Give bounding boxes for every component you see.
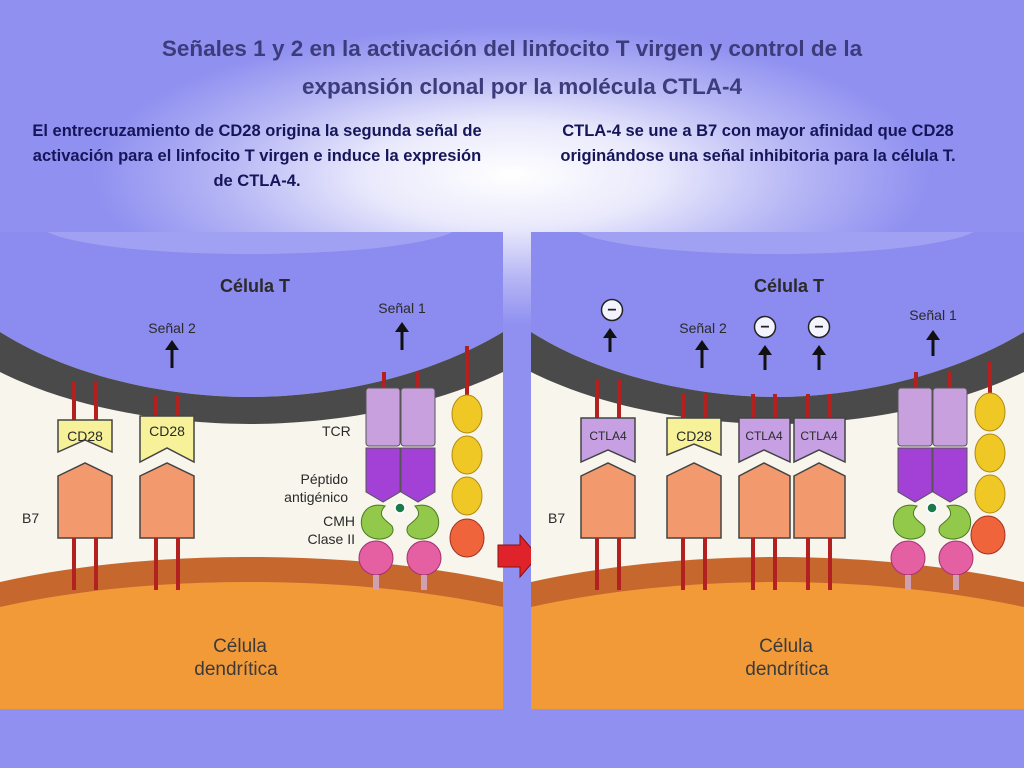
caption-right: CTLA-4 se une a B7 con mayor afinidad qu…	[560, 122, 956, 165]
b7-cd28-pair-2: CD28	[139, 396, 195, 590]
mhc-domain	[890, 540, 926, 576]
mhc-domain	[938, 540, 974, 576]
svg-text:−: −	[814, 319, 823, 336]
b7-ctla4-pair-1: CTLA4	[580, 380, 636, 590]
t-cell-body	[531, 232, 1024, 397]
tcr-alpha-constant	[365, 387, 401, 447]
b7-label: B7	[548, 510, 565, 526]
mhc-domain	[358, 540, 394, 576]
receptor-label: CD28	[67, 428, 103, 444]
signal-arrows-right	[603, 328, 940, 370]
mhc-beta	[406, 504, 439, 540]
dendritic-label-1: Célula	[759, 636, 813, 657]
peptide-label-2: antigénico	[284, 489, 348, 505]
t-cell-label: Célula T	[754, 276, 824, 296]
dendritic-label-2: dendrítica	[745, 659, 829, 680]
receptor-label: CD28	[149, 423, 185, 439]
b7-ctla4-pair-3: CTLA4	[793, 394, 846, 590]
mhc-alpha	[893, 504, 926, 540]
right-panel: Célula T Célula dendrítica Señal 2 Señal…	[531, 232, 1024, 709]
cd3-segment	[974, 433, 1006, 473]
left-panel: Célula T Célula dendrítica Señal 2 Señal…	[0, 232, 503, 709]
receptor-label: CTLA4	[800, 429, 838, 443]
signal1-label: Señal 1	[909, 307, 957, 323]
tcr-beta-variable	[932, 447, 968, 503]
inhibitory-symbols: − − −	[600, 298, 831, 339]
ctla4-receptor	[580, 417, 636, 464]
cd3-base	[449, 518, 485, 558]
receptor-label: CTLA4	[745, 429, 783, 443]
tcr-beta-constant	[400, 387, 436, 447]
b7-ligand	[580, 462, 636, 539]
cd3-segment	[451, 476, 483, 516]
dendritic-label-1: Célula	[213, 636, 267, 657]
cd28-receptor	[139, 415, 195, 464]
tcr-alpha-variable	[365, 447, 401, 503]
minus-icon	[600, 298, 624, 322]
peptide	[926, 502, 938, 514]
minus-icon	[807, 315, 831, 339]
ctla4-receptor	[738, 417, 791, 464]
b7-label: B7	[22, 510, 39, 526]
tcr-label: TCR	[322, 423, 351, 439]
peptide-label-1: Péptido	[301, 471, 349, 487]
peptide	[394, 502, 406, 514]
signal-arrows-left	[165, 322, 409, 368]
cd3-segment	[974, 474, 1006, 514]
dendritic-cell-body	[531, 582, 1024, 709]
slide-title: Señales 1 y 2 en la activación del linfo…	[0, 30, 1024, 106]
dendritic-label-2: dendrítica	[194, 659, 278, 680]
tcr-beta-constant	[932, 387, 968, 447]
title-line-1: Señales 1 y 2 en la activación del linfo…	[161, 36, 863, 61]
receptor-label: CTLA4	[589, 429, 627, 443]
cd3-segment	[974, 392, 1006, 432]
minus-icon	[753, 315, 777, 339]
cd3-segment	[451, 435, 483, 475]
svg-text:−: −	[760, 319, 769, 336]
signal1-label: Señal 1	[378, 300, 426, 316]
b7-ligand	[139, 462, 195, 539]
b7-ligand	[666, 462, 722, 539]
mhc-beta	[938, 504, 971, 540]
b7-cd28-pair-1: CD28	[57, 382, 113, 590]
b7-cd28-pair-right: CD28	[666, 394, 722, 590]
t-cell-label: Célula T	[220, 276, 290, 296]
cd28-receptor	[666, 417, 722, 457]
cd28-receptor	[57, 419, 113, 454]
b7-ligand	[793, 462, 846, 539]
signal2-label: Señal 2	[148, 320, 196, 336]
mhc-label-1: CMH	[323, 513, 355, 529]
caption-left: El entrecruzamiento de CD28 origina la s…	[32, 122, 482, 190]
tcr-alpha-variable	[897, 447, 933, 503]
mhc-label-2: Clase II	[308, 531, 355, 547]
t-cell-body	[0, 232, 503, 397]
tcr-alpha-constant	[897, 387, 933, 447]
dendritic-cell-body	[0, 582, 503, 709]
tcr-beta-variable	[400, 447, 436, 503]
signal2-label: Señal 2	[679, 320, 727, 336]
tcr-mhc-complex-left	[358, 346, 485, 590]
tcr-mhc-complex-right	[890, 362, 1006, 590]
transition-arrow[interactable]	[497, 533, 539, 579]
receptor-label: CD28	[676, 428, 712, 444]
cd3-base	[970, 515, 1006, 555]
b7-ctla4-pair-2: CTLA4	[738, 394, 791, 590]
mhc-domain	[406, 540, 442, 576]
ctla4-receptor	[793, 417, 846, 464]
svg-text:−: −	[607, 302, 616, 319]
b7-ligand	[738, 462, 791, 539]
title-line-2: expansión clonal por la molécula CTLA-4	[301, 74, 743, 99]
mhc-alpha	[361, 504, 394, 540]
cd3-segment	[451, 394, 483, 434]
b7-ligand	[57, 462, 113, 539]
